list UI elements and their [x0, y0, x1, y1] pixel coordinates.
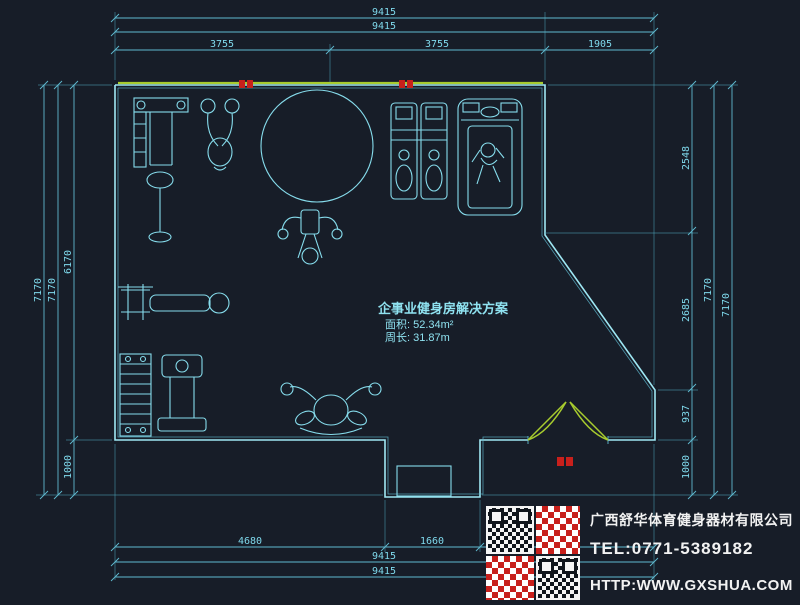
dim-right-overall-1: 7170	[703, 278, 714, 302]
reception-desk	[396, 465, 452, 497]
website-url: HTTP:WWW.GXSHUA.COM	[590, 577, 793, 594]
plan-annotation: 企事业健身房解决方案 面积: 52.34m² 周长: 31.87m	[377, 301, 509, 344]
footer-brand-block: 广西舒华体育健身器材有限公司 TEL:0771-5389182 HTTP:WWW…	[486, 506, 798, 600]
equipment-hyper-bench	[157, 354, 207, 432]
qr-code-1	[486, 506, 534, 554]
brand-checker-pattern-1	[536, 506, 580, 554]
dim-bottom-seg-1: 4680	[238, 536, 262, 547]
phone-number: TEL:0771-5389182	[590, 539, 754, 558]
dim-right-seg-1: 2548	[681, 146, 692, 170]
dimension-lines	[39, 13, 737, 582]
floor-circle	[260, 89, 374, 203]
dim-right-overall-2: 7170	[721, 293, 732, 317]
entry-door	[527, 401, 609, 441]
plan-title: 企事业健身房解决方案	[377, 301, 509, 316]
dim-right-seg-3: 937	[681, 405, 692, 423]
equipment-dumbbell-rack	[119, 353, 152, 437]
qr-code-2	[536, 556, 580, 600]
brand-checker-pattern-2	[486, 556, 534, 600]
red-mark-top-2	[399, 80, 413, 88]
extension-lines	[36, 12, 738, 580]
dim-top-seg-1: 3755	[210, 39, 234, 50]
dim-bottom-overall-1: 9415	[372, 551, 396, 562]
dim-left-overall-2: 7170	[47, 278, 58, 302]
dim-left-overall-1: 7170	[33, 278, 44, 302]
dim-left-seg-2: 1000	[63, 455, 74, 479]
dim-right-seg-2: 2685	[681, 298, 692, 322]
company-name: 广西舒华体育健身器材有限公司	[590, 512, 793, 528]
equipment-power-tower	[133, 97, 189, 243]
dimension-labels: 9415 9415 3755 3755 1905 7170 7170 6170 …	[33, 7, 732, 577]
dim-bottom-overall-2: 9415	[372, 566, 396, 577]
equipment-multi-station	[390, 102, 448, 200]
equipment-bench-press	[118, 284, 230, 320]
dim-top-seg-2: 3755	[425, 39, 449, 50]
dim-top-overall-1: 9415	[372, 7, 396, 18]
red-mark-top-1	[239, 80, 253, 88]
plan-area: 面积: 52.34m²	[385, 318, 454, 331]
dim-right-seg-4: 1000	[681, 455, 692, 479]
dim-bottom-seg-2: 1660	[420, 536, 444, 547]
qr-code-block	[486, 506, 580, 600]
dim-top-seg-3: 1905	[588, 39, 612, 50]
brand-text: 广西舒华体育健身器材有限公司 TEL:0771-5389182 HTTP:WWW…	[590, 506, 793, 594]
equipment-pec-deck	[277, 209, 343, 265]
walls	[114, 84, 656, 498]
equipment-rowing-machine	[280, 382, 382, 435]
equipment-treadmill	[457, 98, 523, 216]
plan-perimeter: 周长: 31.87m	[385, 331, 450, 344]
door-red-mark	[557, 457, 573, 466]
equipment-exercise-bike	[200, 98, 240, 171]
dim-left-seg-1: 6170	[63, 250, 74, 274]
dim-top-overall-2: 9415	[372, 21, 396, 32]
